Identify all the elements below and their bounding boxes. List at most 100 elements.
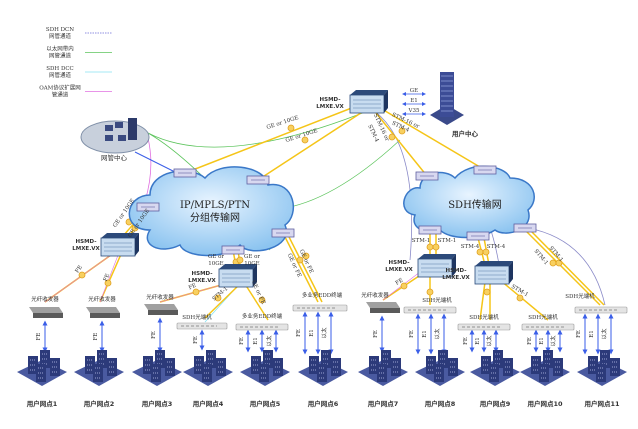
link-label: GE or <box>244 254 260 260</box>
link-label: STM-1 <box>412 238 430 244</box>
computer-icon <box>115 122 123 128</box>
sdh-terminal-label: SDH光端机 <box>422 296 452 304</box>
optical-connector-icon <box>104 279 112 287</box>
port-label: FE <box>409 330 415 338</box>
fiber-transceiver-body <box>366 302 400 308</box>
trunk-link-line <box>371 107 428 177</box>
ip-mpls-ptn-cloud: IP/MPLS/PTN 分组传输网 <box>128 166 295 257</box>
user-site-buildings-icon <box>240 350 290 386</box>
trunk-link-line <box>282 232 319 303</box>
port-label: FE <box>576 330 582 338</box>
hsmd-lmxe-device <box>417 254 456 278</box>
optical-connector-icon <box>192 288 200 296</box>
user-site-buildings-icon <box>577 350 627 386</box>
trunk-link-line <box>184 101 368 174</box>
optical-connector-icon <box>426 288 434 296</box>
computer-icon <box>105 125 113 131</box>
sdh-cloud: SDH传输网 <box>403 165 535 239</box>
user-site-buildings-icon <box>415 350 465 386</box>
router-icon <box>221 245 245 255</box>
trunk-link-line <box>524 229 601 306</box>
link-label: GE or <box>208 254 224 260</box>
user-site-buildings-icon <box>520 350 570 386</box>
legend-label: OAM协议扩展网 <box>39 84 81 92</box>
sdh-terminal-label: SDH光端机 <box>528 313 558 321</box>
port-label: FE <box>463 337 469 345</box>
optical-connector-icon <box>301 136 309 144</box>
fiber-transceiver-front <box>148 310 178 315</box>
site-label: 用户网点6 <box>307 399 339 408</box>
trunk-link-line <box>99 251 123 303</box>
trunk-link-line <box>499 279 549 321</box>
legend-label: 网管通道 <box>49 71 72 79</box>
optical-connector-icon <box>482 248 490 256</box>
port-label: 以太 <box>549 335 557 347</box>
port-label: FE <box>239 337 245 345</box>
port-label: 以太 <box>320 327 328 339</box>
port-label: FE <box>93 333 99 341</box>
link-label: STM-1 <box>438 238 456 244</box>
fiber-transceiver-front <box>90 313 120 318</box>
router-icon <box>173 168 197 178</box>
service-label: GE <box>410 88 418 94</box>
trunk-link-line <box>479 281 486 321</box>
device-top <box>350 90 388 95</box>
trunk-link-line <box>244 283 269 321</box>
server-icon <box>128 118 137 140</box>
device-label: HSMD- <box>446 268 467 274</box>
trunk-link-line <box>257 106 371 181</box>
router-icon <box>136 202 160 212</box>
fiber-transceiver-label: 光纤收发器 <box>361 291 389 299</box>
user-center-building-icon <box>440 72 454 117</box>
hsmd-lmxe-device <box>100 233 139 257</box>
port-label: E1 <box>422 330 428 338</box>
sdh-terminal-label: SDH光端机 <box>469 313 499 321</box>
device-label: HSMD- <box>192 271 213 277</box>
sdh-dcn-line <box>527 227 606 306</box>
site-label: 用户网点7 <box>367 399 399 408</box>
port-label: 以太 <box>265 335 273 347</box>
trunk-link-line <box>204 283 241 319</box>
legend-label: 网管通道 <box>49 32 72 40</box>
trunk-link-line <box>374 104 486 171</box>
port-label: FE <box>296 329 302 337</box>
optical-connector-icon <box>398 127 406 135</box>
legend-label: 网管通道 <box>49 52 72 60</box>
sdh-cloud-title: SDH传输网 <box>448 198 502 211</box>
site-label: 用户网点4 <box>192 399 224 408</box>
computer-icon <box>118 135 126 141</box>
service-label: V35 <box>408 108 420 114</box>
computer-icon <box>105 135 113 141</box>
fiber-transceiver-front <box>33 313 63 318</box>
device-label: LMXE.VX <box>72 246 100 252</box>
hsmd-lmxe-device <box>349 90 388 114</box>
device-label: LMXE.VX <box>188 278 216 284</box>
user-site-buildings-icon <box>183 350 233 386</box>
link-label: FE <box>103 273 111 282</box>
fiber-transceiver-label: 光纤收发器 <box>31 295 59 303</box>
device-top <box>219 264 257 269</box>
optical-connector-icon <box>236 256 244 264</box>
router-icon <box>418 225 442 235</box>
optical-connector-icon <box>432 243 440 251</box>
legend-label: 以太网带内 <box>46 45 74 53</box>
site-label: 用户网点2 <box>83 399 115 408</box>
link-label: 10GE <box>244 261 259 267</box>
optical-connector-icon <box>426 243 434 251</box>
optical-connector-icon <box>483 288 491 296</box>
site-label: 用户网点9 <box>479 399 511 408</box>
port-label: E1 <box>475 337 481 345</box>
optical-connector-icon <box>400 282 408 290</box>
port-label: 以太 <box>600 328 608 340</box>
link-label: STM-4 <box>487 244 506 250</box>
port-label: E1 <box>539 337 545 345</box>
service-label: E1 <box>410 98 418 104</box>
multi-service-terminal-label: 多业务EDD终端 <box>302 291 343 299</box>
device-label: HSMD- <box>320 97 341 103</box>
user-site-buildings-icon <box>470 350 520 386</box>
device-label: LMXE.VX <box>316 104 344 110</box>
site-label: 用户网点8 <box>424 399 456 408</box>
optical-connector-icon <box>516 294 524 302</box>
legend-label: SDH DCC <box>46 66 74 72</box>
